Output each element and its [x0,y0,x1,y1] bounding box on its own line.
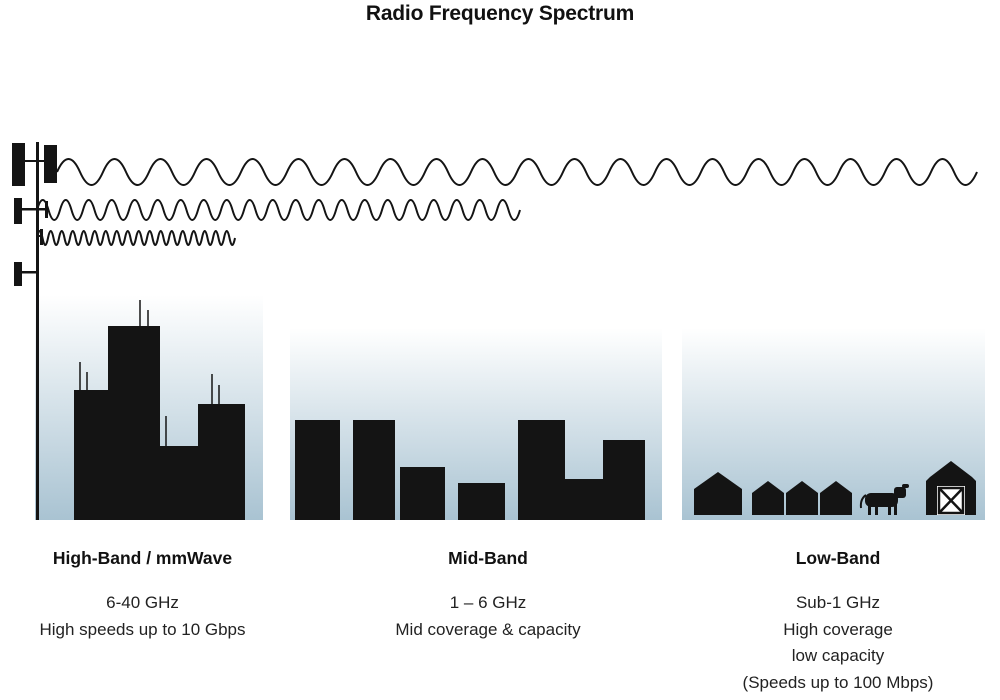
band-frequency-midband: 1 – 6 GHz [449,593,527,612]
band-description-lowband-3: (Speeds up to 100 Mbps) [742,672,934,692]
cell-tower-icon [12,142,57,520]
medium-wavelength-wave-icon [36,199,521,221]
highband-skyline-icon [74,300,245,520]
band-lowband-labels: Low-Band Sub-1 GHz High coverage low cap… [688,548,988,696]
long-wavelength-wave-icon [56,158,978,186]
short-wavelength-wave-icon [36,230,236,246]
page-title: Radio Frequency Spectrum [365,2,635,25]
band-name-midband: Mid-Band [448,548,528,568]
band-description-highband: High speeds up to 10 Gbps [39,619,246,639]
band-description-lowband-1: High coverage [783,619,893,639]
band-frequency-highband: 6-40 GHz [106,593,179,612]
band-name-highband: High-Band / mmWave [52,548,233,568]
midband-buildings-icon [295,420,645,520]
band-description-midband: Mid coverage & capacity [395,619,581,639]
cow-icon [859,484,909,515]
band-midband-labels: Mid-Band 1 – 6 GHz Mid coverage & capaci… [338,548,638,643]
band-highband-labels: High-Band / mmWave 6-40 GHz High speeds … [0,548,285,643]
barn-icon [926,461,976,515]
band-name-lowband: Low-Band [795,548,881,568]
radio-waves [36,158,978,246]
band-frequency-lowband: Sub-1 GHz [795,593,881,612]
houses-icon [694,472,852,515]
band-description-lowband-2: low capacity [791,646,885,665]
